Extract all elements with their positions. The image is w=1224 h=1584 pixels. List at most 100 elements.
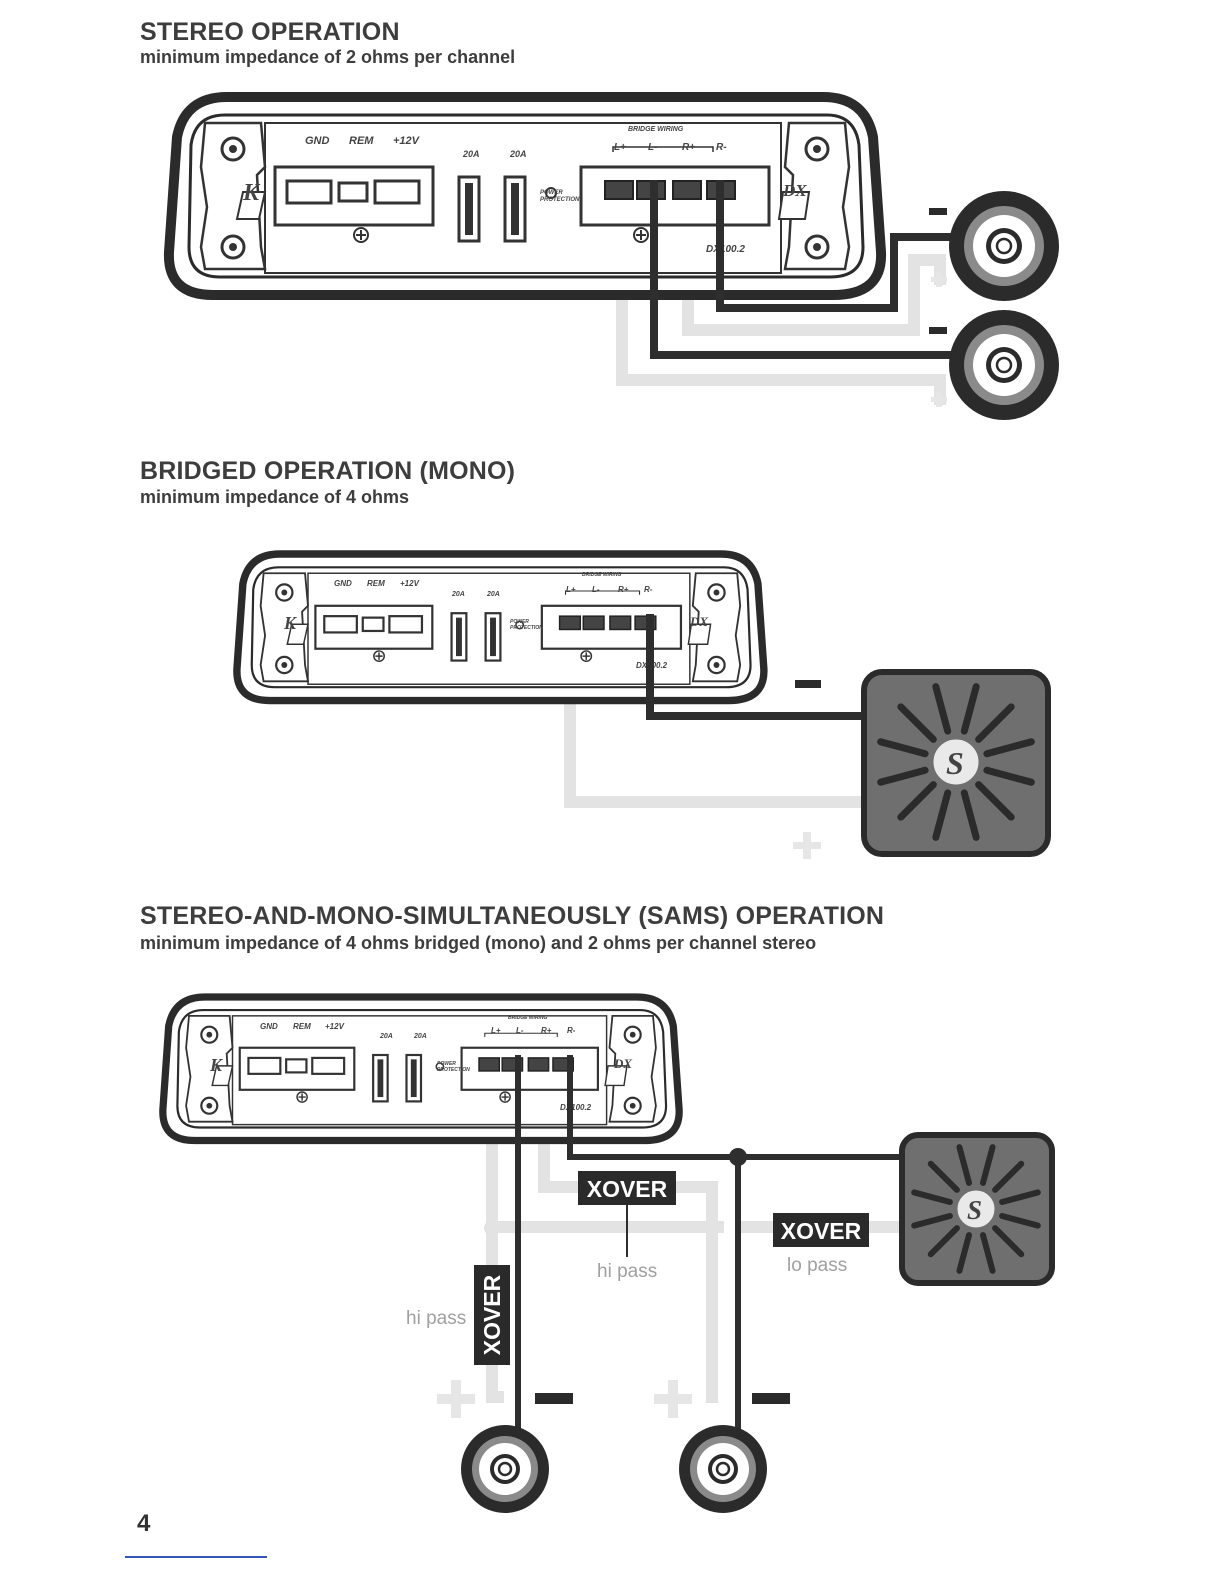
amplifier [169, 97, 881, 295]
subwoofer-logo: S [967, 1195, 982, 1225]
amp-rminus-label: R- [567, 1026, 576, 1035]
amp-lplus-label: L+ [566, 585, 576, 594]
subwoofer: S [899, 1132, 1055, 1286]
lo-pass-label: lo pass [787, 1255, 847, 1276]
amplifier [163, 997, 679, 1141]
amp-power-label: POWER [540, 190, 563, 196]
plus-mark [654, 1380, 692, 1418]
minus-mark [535, 1393, 573, 1404]
subwoofer: S [861, 669, 1051, 857]
subwoofer-ray [927, 1160, 960, 1193]
subwoofer-ray [877, 738, 929, 758]
subwoofer-ray [956, 1232, 973, 1274]
minus-mark [929, 327, 947, 334]
amp-rplus-label: R+ [618, 585, 629, 594]
kicker-logo-left: K [209, 1055, 224, 1075]
subwoofer-logo: S [946, 745, 964, 781]
amp-rem-label: REM [367, 579, 385, 588]
amp-power-label: POWER [437, 1061, 456, 1067]
amp-fuse1-label: 20A [451, 591, 465, 598]
subwoofer-ray [927, 1225, 960, 1258]
subwoofer-ray [979, 1144, 996, 1186]
amp-lplus-label: L+ [614, 142, 626, 153]
svg-text:XOVER: XOVER [781, 1218, 862, 1244]
amp-model-label: DX100.2 [706, 244, 745, 255]
subwoofer-ray [956, 1144, 973, 1186]
amp-lplus-label: L+ [491, 1026, 501, 1035]
amp-rminus-label: R- [644, 585, 653, 594]
amp-rplus-label: R+ [682, 142, 695, 153]
speaker-right [947, 189, 1061, 303]
hi-pass-label-top: hi pass [597, 1261, 657, 1282]
subwoofer-ray [983, 738, 1035, 758]
amp-rplus-label: R+ [541, 1026, 552, 1035]
wire-junction [729, 1148, 747, 1166]
subwoofer-ray [960, 683, 980, 735]
plus-mark [793, 832, 821, 859]
amp-12v-label: +12V [400, 579, 420, 588]
subwoofer-ray [975, 703, 1015, 743]
plus-mark [931, 392, 947, 407]
amp-fuse1-label: 20A [379, 1033, 393, 1040]
minus-mark [795, 680, 821, 688]
dx-logo-right: DX [782, 181, 807, 200]
sams-section-subtitle: minimum impedance of 4 ohms bridged (mon… [140, 933, 817, 953]
amp-protection-label: PROTECTION [540, 197, 580, 203]
sams-wiring-diagram: GND REM +12V 20A 20A POWER PROTECTION BR… [0, 975, 1055, 1515]
stereo-section-subtitle: minimum impedance of 2 ohms per channel [140, 47, 516, 67]
sams-negative-wires [515, 1055, 900, 1430]
amp-fuse2-label: 20A [413, 1033, 427, 1040]
bridged-wiring-diagram: GND REM +12V 20A 20A POWER PROTECTION BR… [0, 530, 1051, 859]
svg-text:XOVER: XOVER [587, 1176, 668, 1202]
amp-power-label: POWER [510, 619, 529, 625]
minus-mark [752, 1393, 790, 1404]
xover-box-vertical: XOVER [474, 1265, 510, 1365]
amp-fuse2-label: 20A [509, 149, 527, 159]
subwoofer-ray [975, 781, 1015, 821]
amp-bridge-wiring-label: BRIDGE WIRING [582, 572, 622, 578]
amp-gnd-label: GND [305, 135, 330, 147]
speaker-left [947, 308, 1061, 422]
amp-gnd-label: GND [260, 1022, 278, 1031]
amp-model-label: DX100.2 [560, 1103, 592, 1112]
xover-box-top: XOVER [578, 1171, 676, 1205]
kicker-logo-left: K [242, 180, 261, 206]
subwoofer-ray [897, 781, 937, 821]
amp-rem-label: REM [293, 1022, 311, 1031]
bridged-section-subtitle: minimum impedance of 4 ohms [140, 487, 410, 507]
xover-box-right: XOVER [773, 1213, 869, 1247]
amp-protection-label: PROTECTION [510, 625, 543, 631]
subwoofer-ray [992, 1160, 1025, 1193]
amp-fuse2-label: 20A [486, 591, 500, 598]
plus-mark [437, 1380, 475, 1418]
subwoofer-ray [999, 1212, 1041, 1229]
kicker-logo-left: K [283, 613, 298, 633]
amp-bridge-wiring-label: BRIDGE WIRING [508, 1015, 548, 1021]
subwoofer-ray [897, 703, 937, 743]
dx-logo-right: DX [613, 1056, 632, 1071]
bridged-section-title: BRIDGED OPERATION (MONO) [140, 457, 516, 485]
subwoofer-ray [911, 1212, 953, 1229]
stereo-negative-wires [650, 180, 962, 359]
footer-rule [125, 1556, 267, 1558]
amp-protection-label: PROTECTION [437, 1067, 470, 1073]
amp-lminus-label: L- [648, 142, 658, 153]
stereo-section-title: STEREO OPERATION [140, 18, 400, 46]
subwoofer-ray [992, 1225, 1025, 1258]
subwoofer-ray [979, 1232, 996, 1274]
speaker-left [459, 1423, 551, 1515]
speaker-right [677, 1423, 769, 1515]
subwoofer-ray [877, 766, 929, 786]
amplifier [237, 554, 764, 701]
subwoofer-ray [932, 683, 952, 735]
hi-pass-label-left: hi pass [406, 1308, 466, 1329]
plus-mark [931, 272, 947, 287]
sams-section-title: STEREO-AND-MONO-SIMULTANEOUSLY (SAMS) OP… [140, 902, 885, 930]
amp-bridge-wiring-label: BRIDGE WIRING [628, 126, 684, 133]
bridged-negative-wire [646, 614, 865, 720]
amp-rem-label: REM [349, 135, 374, 147]
subwoofer-ray [983, 766, 1035, 786]
amp-lminus-label: L- [592, 585, 600, 594]
amp-gnd-label: GND [334, 579, 352, 588]
svg-text:XOVER: XOVER [479, 1274, 505, 1355]
